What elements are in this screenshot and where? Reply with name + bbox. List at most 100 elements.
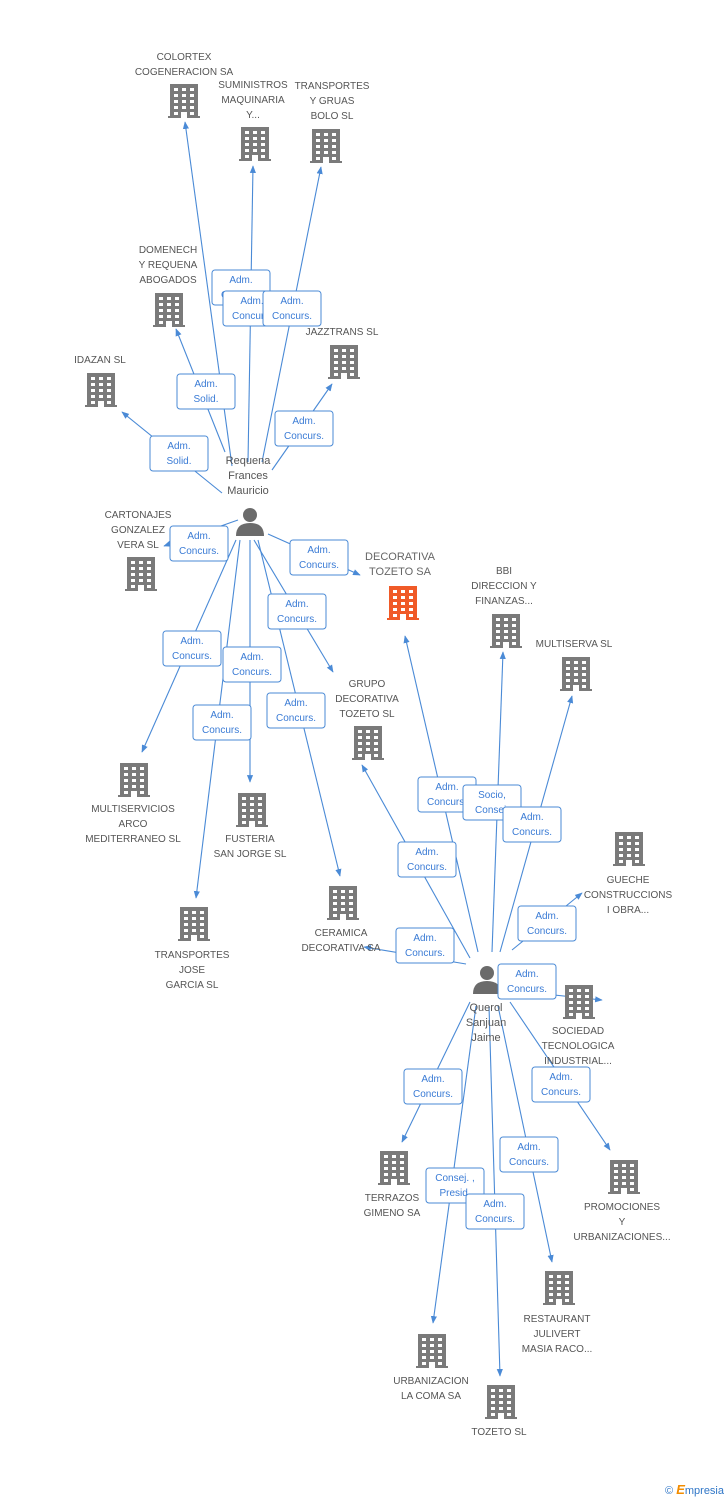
relation-role-text: Adm. — [435, 782, 458, 793]
relation-label-p1-idazan[interactable]: Adm.Solid. — [149, 435, 209, 472]
company-node-sociedad[interactable]: SOCIEDADTECNOLOGICAINDUSTRIAL... — [542, 985, 615, 1067]
relation-role-text: Adm. — [194, 379, 217, 390]
person-name: Querol — [469, 1002, 502, 1014]
relation-role-text: Adm. — [535, 911, 558, 922]
building-icon — [239, 127, 271, 161]
relation-role-text: Adm. — [240, 296, 263, 307]
company-node-tozeto[interactable]: TOZETO SL — [471, 1385, 527, 1438]
relation-box — [531, 1066, 591, 1103]
relation-label-p1-multiservicios[interactable]: Adm.Concurs. — [162, 630, 222, 667]
relation-role-text: Concurs. — [232, 311, 272, 322]
company-name: GIMENO SA — [364, 1208, 421, 1219]
building-icon — [543, 1271, 575, 1305]
relation-label-p1-decorativa[interactable]: Adm.Concurs. — [289, 539, 349, 576]
relation-label-p2-decorativa[interactable]: Adm. Concurs. — [417, 776, 477, 813]
relation-label-p1-ceramica[interactable]: Adm.Concurs. — [266, 692, 326, 729]
company-name: VERA SL — [117, 540, 159, 551]
company-name: BBI — [496, 566, 512, 577]
company-name: JOSE — [179, 965, 205, 976]
building-icon — [328, 345, 360, 379]
relation-role-text: Adm. — [421, 1074, 444, 1085]
company-name: SAN JORGE SL — [214, 849, 287, 860]
building-icon — [378, 1151, 410, 1185]
relation-edge-p2-tozeto — [488, 1005, 503, 1377]
relation-label-p1-domenech[interactable]: Adm. Solid. — [176, 373, 236, 410]
building-icon — [178, 907, 210, 941]
relation-label-p1-jazztrans[interactable]: Adm.Concurs. — [274, 410, 334, 447]
relation-label-p2-gueche[interactable]: Adm.Concurs. — [517, 905, 577, 942]
company-name: TRANSPORTES — [155, 950, 230, 961]
relation-box — [149, 435, 209, 472]
person-name: Jaime — [471, 1032, 500, 1044]
relation-role-text: Concurs. — [507, 984, 547, 995]
person-name: Requena — [226, 455, 272, 467]
brand-footer: © Empresia — [665, 1482, 724, 1497]
relation-label-p1-cartonajes[interactable]: Adm.Concurs. — [169, 525, 229, 562]
company-name: SUMINISTROS — [218, 80, 288, 91]
company-name: URBANIZACION — [393, 1376, 469, 1387]
company-name: MEDITERRANEO SL — [85, 834, 181, 845]
relation-box — [169, 525, 229, 562]
relation-label-p2-multiserva[interactable]: Adm.Concurs. — [502, 806, 562, 843]
company-node-multiserva[interactable]: MULTISERVA SL — [536, 639, 613, 691]
building-icon — [608, 1160, 640, 1194]
company-node-jazztrans[interactable]: JAZZTRANS SL — [306, 327, 379, 379]
relation-label-p2-tozeto[interactable]: Adm.Concurs. — [465, 1193, 525, 1230]
relation-role-text: Concurs. — [427, 797, 467, 808]
company-node-terrazos[interactable]: TERRAZOS GIMENO SA — [364, 1151, 421, 1219]
relation-role-text: Concurs. — [272, 311, 312, 322]
relation-role-text: Adm. — [292, 416, 315, 427]
relation-role-text: Adm. — [167, 441, 190, 452]
company-name: GUECHE — [607, 875, 650, 886]
relation-label-p1-transportes_jose[interactable]: Adm.Concurs. — [192, 704, 252, 741]
relation-label-p2-restaurant[interactable]: Adm.Concurs. — [499, 1136, 559, 1173]
relation-label-p1-fusteria[interactable]: Adm.Concurs. — [222, 646, 282, 683]
company-name: FINANZAS... — [475, 596, 533, 607]
company-node-idazan[interactable]: IDAZAN SL — [74, 355, 126, 407]
relation-role-text: Solid. — [193, 394, 218, 405]
relation-label-p2-ceramica[interactable]: Adm.Concurs. — [395, 927, 455, 964]
company-node-colortex[interactable]: COLORTEX COGENERACION SA — [135, 52, 234, 118]
building-icon — [387, 586, 419, 620]
relation-role-text: Concurs. — [232, 667, 272, 678]
company-node-suministros[interactable]: SUMINISTROSMAQUINARIAY... — [218, 80, 288, 161]
relation-box — [497, 963, 557, 1000]
company-name: TERRAZOS — [365, 1193, 420, 1204]
relation-box — [517, 905, 577, 942]
relation-label-p2-sociedad[interactable]: Adm.Concurs. — [497, 963, 557, 1000]
company-name: JULIVERT — [533, 1329, 580, 1340]
company-name: ABOGADOS — [139, 275, 197, 286]
relation-role-text: Concurs. — [512, 827, 552, 838]
relation-label-p2-grupo[interactable]: Adm.Concurs. — [397, 841, 457, 878]
relation-label-p1-transportes_bolo[interactable]: Adm.Concurs. — [262, 290, 322, 327]
relation-role-text: Concurs. — [405, 948, 445, 959]
company-node-promociones[interactable]: PROMOCIONESYURBANIZACIONES... — [573, 1160, 671, 1243]
company-name: TRANSPORTES — [295, 81, 370, 92]
company-name: COLORTEX — [157, 52, 212, 63]
relation-role-text: Concurs. — [407, 862, 447, 873]
relation-label-p1-grupo[interactable]: Adm.Concurs. — [267, 593, 327, 630]
brand-name: mpresia — [684, 1485, 724, 1497]
relation-label-p2-terrazos[interactable]: Adm.Concurs. — [403, 1068, 463, 1105]
relation-role-text: Socio, — [478, 790, 506, 801]
company-name: COGENERACION SA — [135, 67, 234, 78]
relation-role-text: Concurs. — [172, 651, 212, 662]
relation-label-p2-promociones[interactable]: Adm.Concurs. — [531, 1066, 591, 1103]
relation-role-text: Adm. — [549, 1072, 572, 1083]
relation-edge-p2-restaurant — [497, 1005, 554, 1263]
